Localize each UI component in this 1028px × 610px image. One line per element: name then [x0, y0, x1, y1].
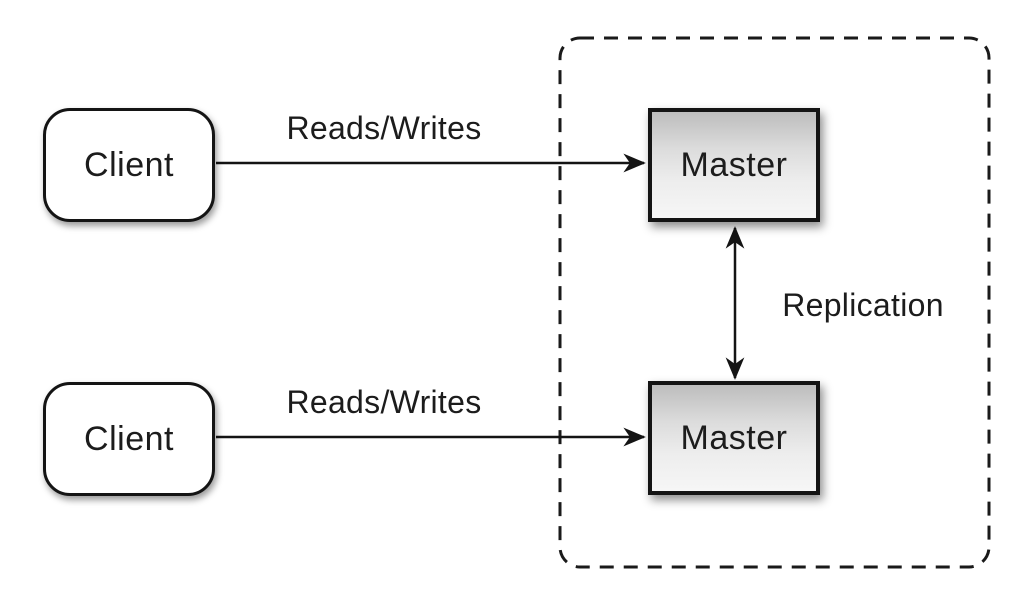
node-master-bottom-label: Master: [680, 418, 788, 457]
node-client-top-label: Client: [84, 145, 174, 184]
node-master-top: Master: [648, 108, 820, 222]
edge-label-reads-writes-bottom: Reads/Writes: [286, 384, 482, 420]
edge-label-replication: Replication: [782, 287, 944, 323]
edge-label-reads-writes-top: Reads/Writes: [286, 110, 482, 146]
node-client-bottom: Client: [43, 382, 215, 496]
node-master-bottom: Master: [648, 381, 820, 495]
node-client-top: Client: [43, 108, 215, 222]
master-cluster-dashed-box: [558, 36, 991, 569]
node-client-bottom-label: Client: [84, 419, 174, 458]
node-master-top-label: Master: [680, 145, 788, 184]
